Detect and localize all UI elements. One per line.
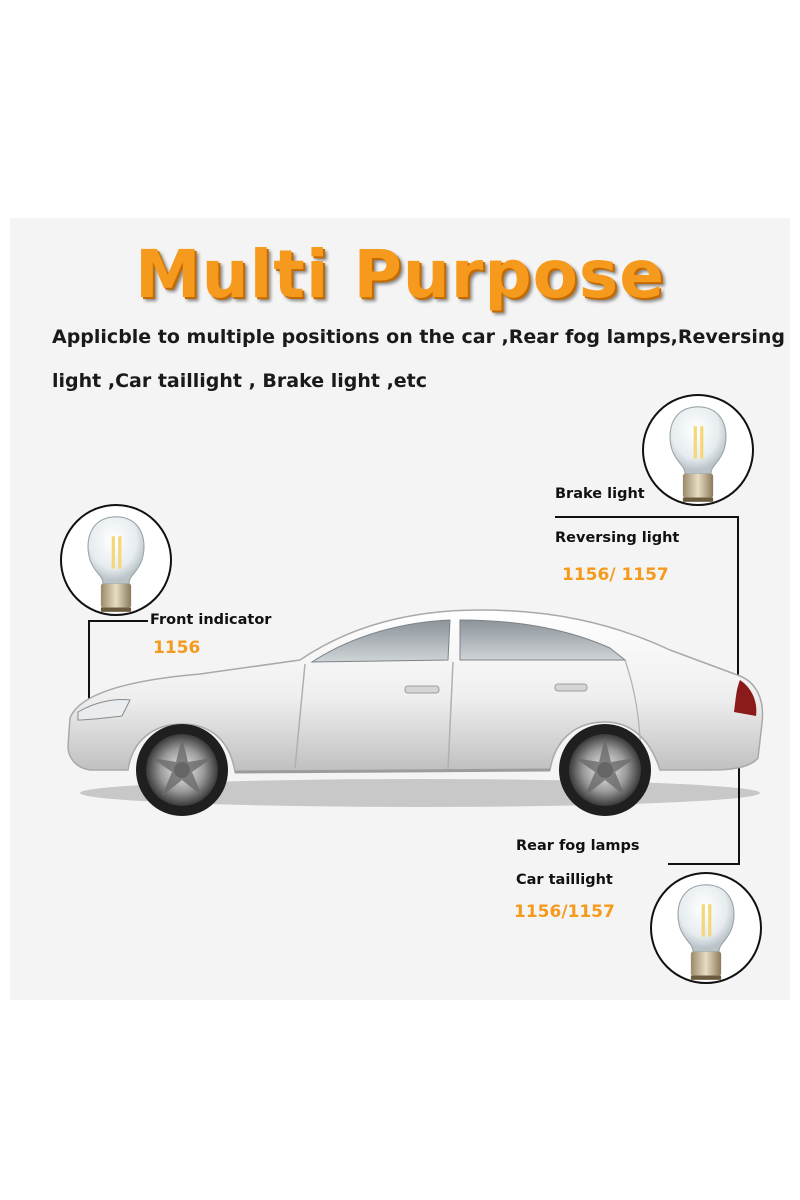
bulb-icon-rear-bottom [650,872,762,984]
label-brake-light: Brake light [555,486,645,502]
connector-rear-top-h [555,516,739,518]
label-front-indicator: Front indicator [150,612,272,628]
code-front: 1156 [153,638,201,658]
description-line-2: light ,Car taillight , Brake light ,etc [52,370,428,392]
label-rear-fog-lamps: Rear fog lamps [516,838,640,854]
connector-rear-top-v [737,516,739,698]
code-rear-top: 1156/ 1157 [562,565,669,585]
label-reversing-light: Reversing light [555,530,680,546]
car-illustration [50,598,780,818]
page-title: Multi Purpose [135,236,665,313]
product-panel: Multi Purpose Applicble to multiple posi… [10,218,790,1000]
bulb-icon-rear-top [642,394,754,506]
label-car-taillight: Car taillight [516,872,613,888]
connector-front-h [88,620,148,622]
bulb-icon-front [60,504,172,616]
code-rear-bottom: 1156/1157 [514,902,615,922]
description-line-1: Applicble to multiple positions on the c… [52,326,785,348]
connector-rear-bottom-v [738,748,740,865]
connector-front-v [88,620,90,700]
connector-rear-bottom-h [668,863,740,865]
